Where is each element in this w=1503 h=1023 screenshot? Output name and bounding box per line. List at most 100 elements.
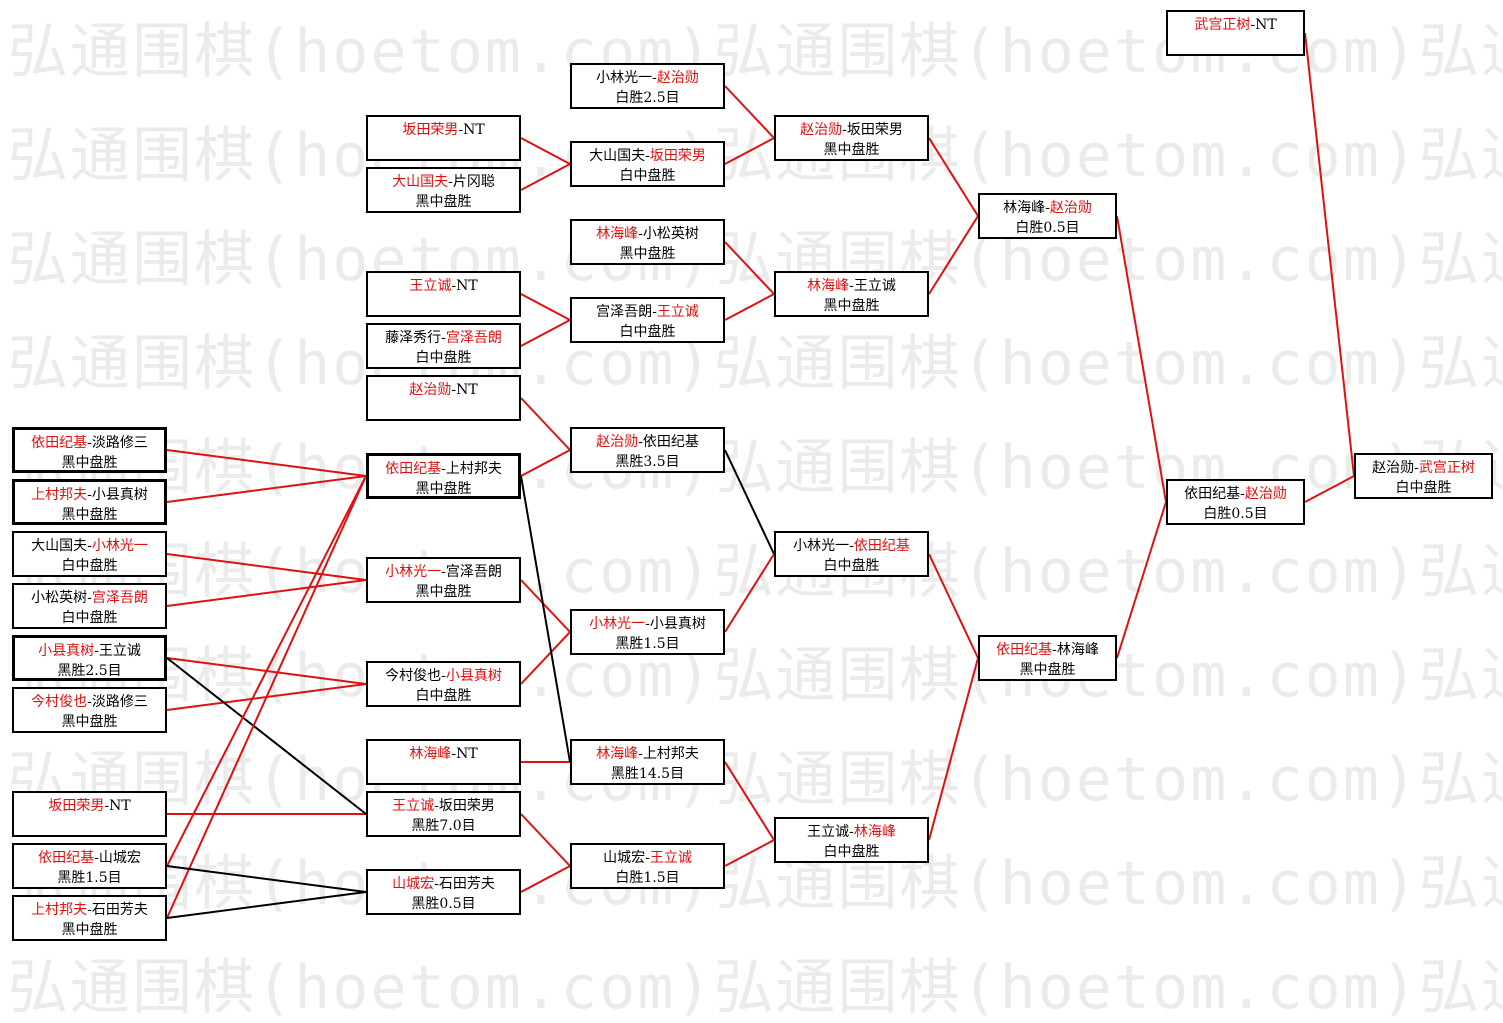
player-two-name: 依田纪基 (853, 538, 910, 554)
player-two-name: 坂田荣男 (649, 148, 706, 164)
bracket-connector-line (166, 865, 367, 893)
match-result: 白胜0.5目 (1015, 220, 1080, 236)
player-one-name: 依田纪基 (385, 461, 442, 477)
bracket-connector-line (1304, 32, 1355, 477)
match-players: 上村邦夫-小县真树 (31, 487, 148, 503)
player-two-name: 石田芳夫 (438, 876, 495, 892)
match-result: 黑胜14.5目 (610, 766, 685, 782)
match-result: 白中盘胜 (823, 558, 880, 574)
match-players: 大山国夫-坂田荣男 (589, 148, 706, 164)
player-one-name: 大山国夫 (31, 538, 88, 554)
match-box[interactable]: 林海峰-王立诚黑中盘胜 (774, 271, 929, 317)
bracket-connector-line (520, 293, 571, 321)
bracket-connectors (166, 32, 1355, 919)
match-result: 黑中盘胜 (823, 298, 880, 314)
match-box[interactable]: 今村俊也-小县真树白中盘胜 (366, 661, 521, 707)
match-players: 依田纪基-上村邦夫 (385, 461, 502, 477)
match-box[interactable]: 小松英树-宫泽吾朗白中盘胜 (12, 583, 167, 629)
player-two-name: 王立诚 (853, 278, 896, 294)
bracket-connector-line (520, 865, 571, 893)
match-players: 小县真树-王立诚 (38, 643, 141, 659)
match-box[interactable]: 依田纪基-赵治勋白胜0.5目 (1166, 479, 1305, 525)
match-box[interactable]: 小林光一-小县真树黑胜1.5目 (570, 609, 725, 655)
match-box[interactable]: 林海峰-上村邦夫黑胜14.5目 (570, 739, 725, 785)
player-one-name: 今村俊也 (31, 694, 88, 710)
player-one-name: 藤泽秀行 (385, 330, 442, 346)
match-box[interactable]: 小县真树-王立诚黑胜2.5目 (12, 635, 167, 681)
bracket-connector-line (520, 475, 571, 763)
match-players: 小林光一-小县真树 (589, 616, 706, 632)
player-two-name: 林海峰 (853, 824, 896, 840)
player-two-name: 武宫正树 (1418, 460, 1475, 476)
player-two-name: 上村邦夫 (445, 461, 502, 477)
player-two-name: NT (456, 382, 478, 398)
match-box[interactable]: 大山国夫-片冈聪黑中盘胜 (366, 167, 521, 213)
match-result: 白中盘胜 (1395, 480, 1452, 496)
player-one-name: 宫泽吾朗 (596, 304, 653, 320)
match-box[interactable]: 大山国夫-小林光一白中盘胜 (12, 531, 167, 577)
player-one-name: 依田纪基 (31, 435, 88, 451)
match-result: 黑中盘胜 (61, 922, 118, 938)
match-box[interactable]: 林海峰-赵治勋白胜0.5目 (978, 193, 1117, 239)
match-box[interactable]: 依田纪基-林海峰黑中盘胜 (978, 635, 1117, 681)
match-result: 黑胜1.5目 (615, 636, 680, 652)
match-players: 小松英树-宫泽吾朗 (31, 590, 148, 606)
match-players: 林海峰-赵治勋 (1003, 200, 1092, 216)
bracket-connector-line (928, 137, 979, 217)
match-result: 白中盘胜 (415, 688, 472, 704)
player-two-name: 王立诚 (98, 643, 141, 659)
player-one-name: 林海峰 (596, 226, 639, 242)
match-box[interactable]: 王立诚-坂田荣男黑胜7.0目 (366, 791, 521, 837)
match-result: 白胜0.5目 (1203, 506, 1268, 522)
match-box[interactable]: 赵治勋-依田纪基黑胜3.5目 (570, 427, 725, 473)
match-box[interactable]: 依田纪基-淡路修三黑中盘胜 (12, 427, 167, 473)
match-box[interactable]: 坂田荣男-NT (366, 115, 521, 161)
match-box[interactable]: 上村邦夫-石田芳夫黑中盘胜 (12, 895, 167, 941)
player-one-name: 小林光一 (793, 538, 850, 554)
match-box[interactable]: 林海峰-NT (366, 739, 521, 785)
match-box[interactable]: 小林光一-宫泽吾朗黑中盘胜 (366, 557, 521, 603)
match-box[interactable]: 大山国夫-坂田荣男白中盘胜 (570, 141, 725, 187)
match-box[interactable]: 小林光一-赵治勋白胜2.5目 (570, 63, 725, 109)
watermark-text: 弘通围棋(hoetom.com)弘通围棋(hoetom.com)弘通围棋 (8, 953, 1503, 1023)
match-box[interactable]: 坂田荣男-NT (12, 791, 167, 837)
match-box[interactable]: 赵治勋-坂田荣男黑中盘胜 (774, 115, 929, 161)
player-one-name: 今村俊也 (385, 668, 442, 684)
match-players: 坂田荣男-NT (48, 798, 131, 814)
match-players: 大山国夫-小林光一 (31, 538, 148, 554)
match-box[interactable]: 依田纪基-山城宏黑胜1.5目 (12, 843, 167, 889)
match-players: 林海峰-小松英树 (596, 226, 699, 242)
match-players: 小林光一-依田纪基 (793, 538, 910, 554)
bracket-connector-line (520, 319, 571, 347)
match-players: 林海峰-NT (409, 746, 478, 762)
player-one-name: 依田纪基 (1184, 486, 1241, 502)
player-one-name: 小县真树 (38, 643, 95, 659)
match-box[interactable]: 武宫正树-NT (1166, 10, 1305, 56)
match-result: 黑胜0.5目 (411, 896, 476, 912)
match-box[interactable]: 王立诚-NT (366, 271, 521, 317)
match-box[interactable]: 小林光一-依田纪基白中盘胜 (774, 531, 929, 577)
bracket-connector-line (166, 449, 367, 477)
match-result: 白胜1.5目 (615, 870, 680, 886)
match-box[interactable]: 今村俊也-淡路修三黑中盘胜 (12, 687, 167, 733)
bracket-connector-line (520, 137, 571, 165)
match-box[interactable]: 赵治勋-武宫正树白中盘胜 (1354, 453, 1493, 499)
match-players: 大山国夫-片冈聪 (392, 174, 495, 190)
match-box[interactable]: 宫泽吾朗-王立诚白中盘胜 (570, 297, 725, 343)
bracket-connector-line (1116, 501, 1167, 659)
match-box[interactable]: 藤泽秀行-宫泽吾朗白中盘胜 (366, 323, 521, 369)
match-result: 白中盘胜 (61, 558, 118, 574)
match-box[interactable]: 依田纪基-上村邦夫黑中盘胜 (366, 453, 521, 499)
match-box[interactable]: 赵治勋-NT (366, 375, 521, 421)
match-box[interactable]: 山城宏-王立诚白胜1.5目 (570, 843, 725, 889)
player-one-name: 林海峰 (596, 746, 639, 762)
bracket-connector-line (520, 631, 571, 685)
match-result: 黑中盘胜 (415, 584, 472, 600)
match-box[interactable]: 王立诚-林海峰白中盘胜 (774, 817, 929, 863)
match-box[interactable]: 林海峰-小松英树黑中盘胜 (570, 219, 725, 265)
player-one-name: 赵治勋 (409, 382, 452, 398)
match-players: 小林光一-宫泽吾朗 (385, 564, 502, 580)
match-box[interactable]: 上村邦夫-小县真树黑中盘胜 (12, 479, 167, 525)
player-two-name: 小林光一 (91, 538, 148, 554)
match-box[interactable]: 山城宏-石田芳夫黑胜0.5目 (366, 869, 521, 915)
